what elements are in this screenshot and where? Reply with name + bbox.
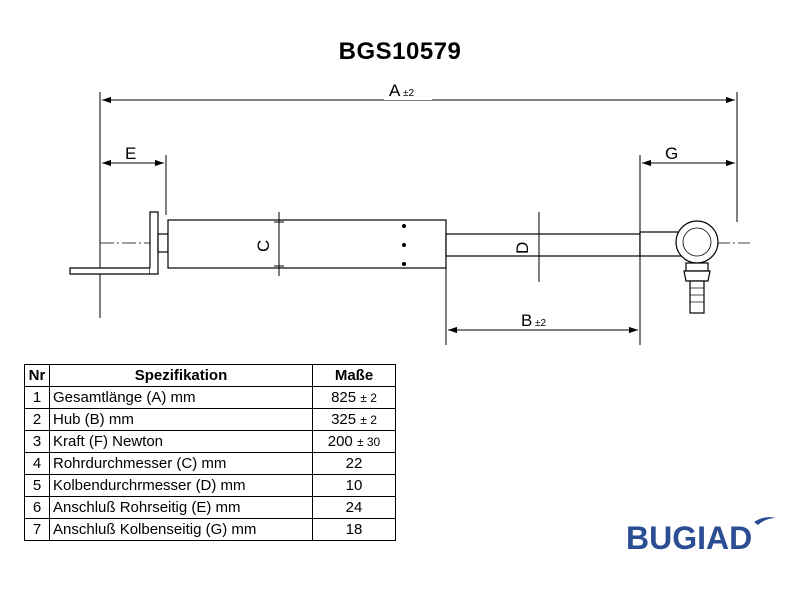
table-row: 6 Anschluß Rohrseitig (E) mm 24 bbox=[24, 496, 396, 519]
dimension-a-tolerance: ±2 bbox=[403, 88, 414, 99]
row-spec: Kolbendurchrmesser (D) mm bbox=[49, 474, 313, 497]
dimension-e-label: E bbox=[125, 144, 136, 163]
row-value: 18 bbox=[312, 518, 396, 541]
row-value: 10 bbox=[312, 474, 396, 497]
table-row: 1 Gesamtlänge (A) mm 825 ± 2 bbox=[24, 386, 396, 409]
row-spec: Anschluß Kolbenseitig (G) mm bbox=[49, 518, 313, 541]
dimension-a: A ±2 bbox=[99, 80, 738, 318]
row-nr: 6 bbox=[24, 496, 50, 519]
table-row: 3 Kraft (F) Newton 200 ± 30 bbox=[24, 430, 396, 453]
row-nr: 3 bbox=[24, 430, 50, 453]
header-nr: Nr bbox=[24, 364, 50, 387]
row-spec: Kraft (F) Newton bbox=[49, 430, 313, 453]
cylinder-tube: C bbox=[167, 212, 447, 276]
dimension-c-label: C bbox=[254, 240, 273, 252]
dimension-b-tolerance: ±2 bbox=[535, 318, 546, 329]
row-spec: Rohrdurchmesser (C) mm bbox=[49, 452, 313, 475]
row-value: 200 ± 30 bbox=[312, 430, 396, 453]
table-row: 5 Kolbendurchrmesser (D) mm 10 bbox=[24, 474, 396, 497]
row-spec: Gesamtlänge (A) mm bbox=[49, 386, 313, 409]
row-value: 22 bbox=[312, 452, 396, 475]
dimension-e: E bbox=[102, 144, 167, 215]
row-nr: 4 bbox=[24, 452, 50, 475]
row-value: 325 ± 2 bbox=[312, 408, 396, 431]
row-nr: 7 bbox=[24, 518, 50, 541]
row-value: 825 ± 2 bbox=[312, 386, 396, 409]
row-nr: 2 bbox=[24, 408, 50, 431]
row-nr: 5 bbox=[24, 474, 50, 497]
gas-spring-drawing: A ±2 E G B ±2 C bbox=[69, 80, 750, 345]
dimension-d-label: D bbox=[513, 242, 532, 254]
dimension-b: B ±2 bbox=[445, 262, 638, 345]
table-row: 4 Rohrdurchmesser (C) mm 22 bbox=[24, 452, 396, 475]
dimension-a-label: A bbox=[389, 81, 401, 100]
row-spec: Hub (B) mm bbox=[49, 408, 313, 431]
dimension-g-label: G bbox=[665, 144, 678, 163]
ball-socket-fitting bbox=[639, 220, 719, 314]
piston-rod: D bbox=[445, 212, 641, 282]
dimension-b-label: B bbox=[521, 311, 532, 330]
header-masse: Maße bbox=[312, 364, 396, 387]
brand-logo: BUGIAD bbox=[626, 520, 753, 556]
part-number-title: BGS10579 bbox=[338, 38, 462, 65]
row-nr: 1 bbox=[24, 386, 50, 409]
row-value: 24 bbox=[312, 496, 396, 519]
table-row: 7 Anschluß Kolbenseitig (G) mm 18 bbox=[24, 518, 396, 541]
specification-table: Nr Spezifikation Maße 1 Gesamtlänge (A) … bbox=[24, 364, 396, 541]
header-spezifikation: Spezifikation bbox=[49, 364, 313, 387]
table-row: 2 Hub (B) mm 325 ± 2 bbox=[24, 408, 396, 431]
mounting-bracket bbox=[69, 211, 169, 275]
table-header-row: Nr Spezifikation Maße bbox=[24, 364, 396, 387]
row-spec: Anschluß Rohrseitig (E) mm bbox=[49, 496, 313, 519]
logo-swoosh-icon bbox=[754, 517, 776, 525]
